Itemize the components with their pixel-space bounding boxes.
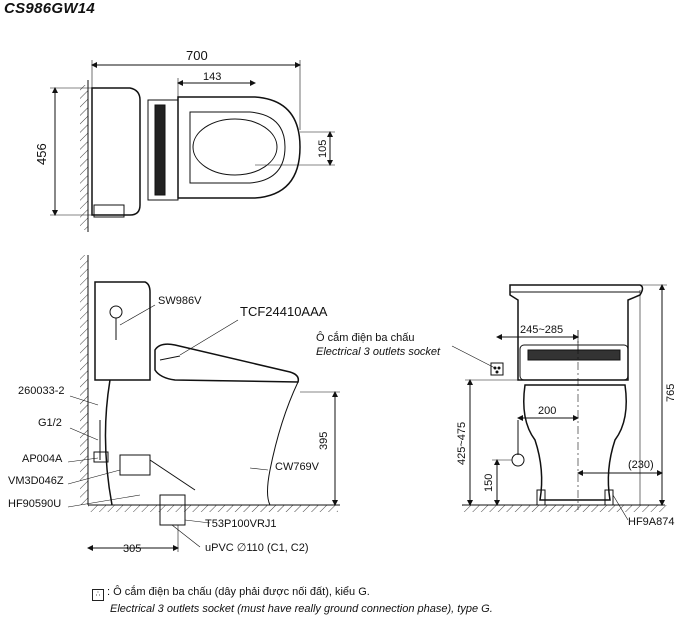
dim-105: 105 — [317, 140, 329, 158]
label-cw769v: CW769V — [275, 461, 320, 473]
label-260033-2: 260033-2 — [18, 385, 65, 397]
dim-456: 456 — [34, 143, 49, 165]
dim-245-285: 245~285 — [520, 324, 563, 336]
label-ap004a: AP004A — [22, 453, 63, 465]
label-vm3d046z: VM3D046Z — [8, 475, 64, 487]
label-t53p100vrj1: T53P100VRJ1 — [205, 518, 277, 530]
socket-symbol-icon: ∴ — [92, 589, 104, 601]
dim-395: 395 — [318, 432, 330, 450]
label-hf9a874: HF9A874 — [628, 516, 674, 528]
socket-label-vi: Ô cắm điện ba chấu — [316, 331, 414, 344]
label-tcf24410aaa: TCF24410AAA — [240, 304, 328, 319]
dim-305: 305 — [123, 543, 141, 555]
legend-line-en: Electrical 3 outlets socket (must have r… — [110, 603, 493, 615]
dim-200: 200 — [538, 405, 556, 417]
legend: ∴: Ô cắm điện ba chấu (dây phải được nối… — [92, 584, 493, 617]
label-upvc-pipe: uPVC ∅110 (C1, C2) — [205, 542, 309, 554]
label-hf90590u: HF90590U — [8, 498, 61, 510]
dim-150: 150 — [483, 474, 495, 492]
side-view — [67, 255, 340, 552]
dim-700: 700 — [186, 48, 208, 63]
dim-765: 765 — [665, 384, 677, 402]
legend-line-vi: ∴: Ô cắm điện ba chấu (dây phải được nối… — [92, 584, 493, 601]
dim-143: 143 — [203, 71, 221, 83]
label-sw986v: SW986V — [158, 295, 202, 307]
front-view — [462, 284, 667, 521]
dim-425-475: 425~475 — [456, 422, 468, 465]
legend-text-vi: : Ô cắm điện ba chấu (dây phải được nối … — [107, 586, 370, 598]
dim-230: (230) — [628, 459, 654, 471]
model-code-title: CS986GW14 — [4, 0, 96, 17]
top-view — [50, 60, 335, 232]
socket-label-en: Electrical 3 outlets socket — [316, 346, 441, 358]
label-g12: G1/2 — [38, 417, 62, 429]
